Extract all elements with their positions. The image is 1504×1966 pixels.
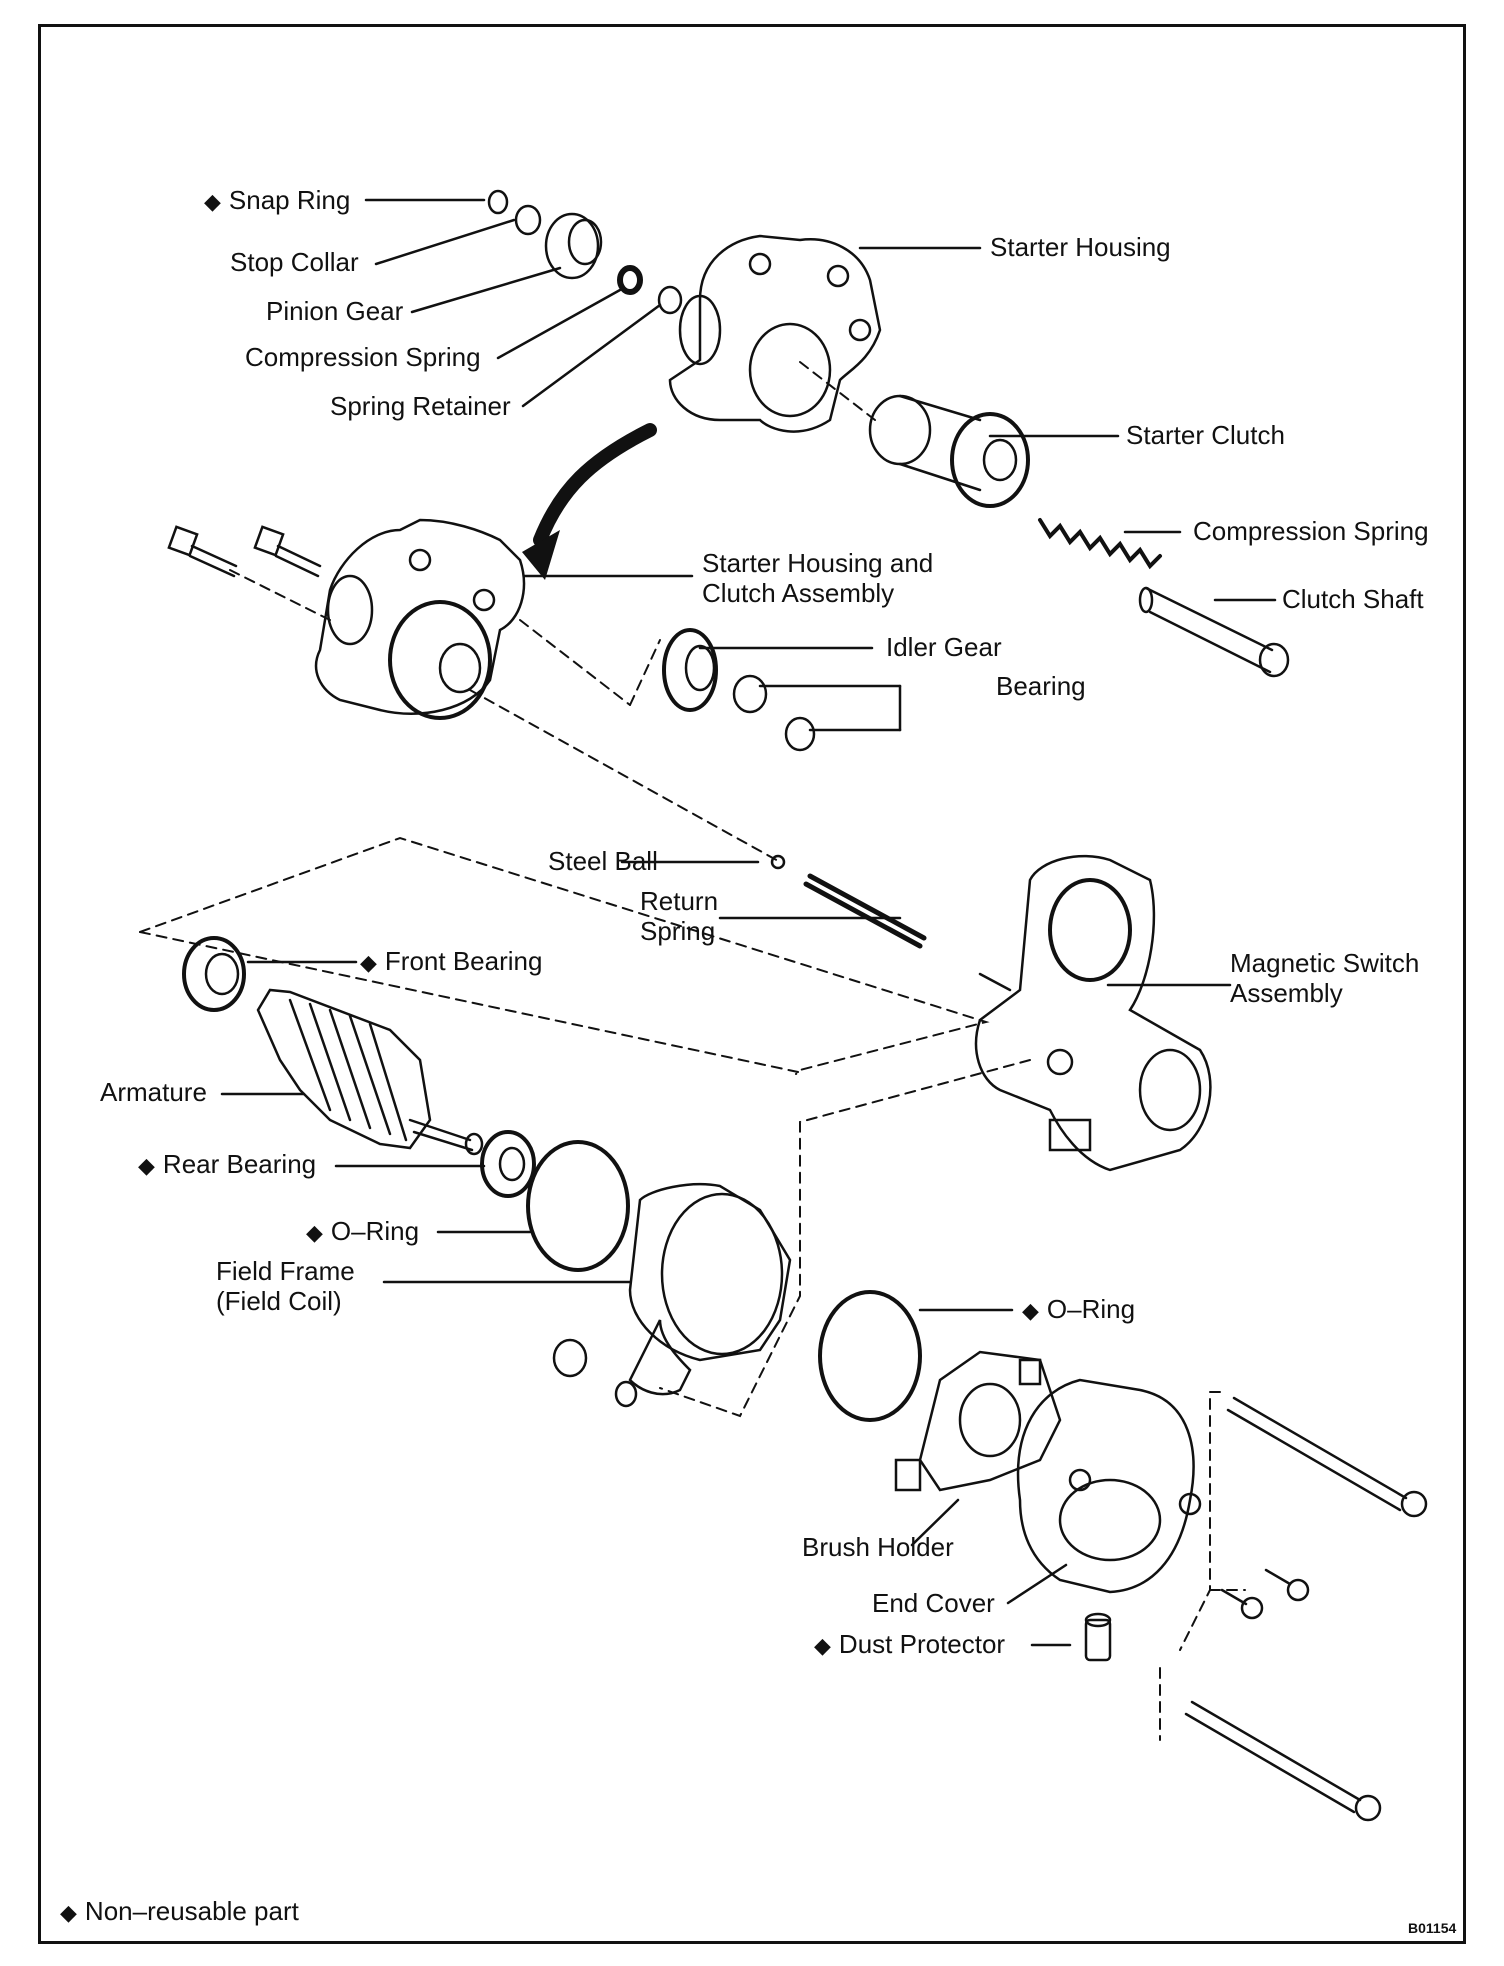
label-steel-ball: Steel Ball	[548, 846, 658, 876]
legend-non-reusable: ◆Non–reusable part	[60, 1896, 299, 1926]
magnetic-switch-assembly-part	[974, 854, 1212, 1172]
non-reusable-diamond-icon: ◆	[360, 950, 377, 975]
label-armature: Armature	[100, 1077, 207, 1107]
pinion-gear-part	[544, 212, 603, 280]
label-o-ring-left: ◆O–Ring	[306, 1216, 420, 1246]
clutch-shaft-part	[1138, 586, 1290, 678]
diagram-frame	[38, 24, 1466, 1944]
starter-clutch-part	[868, 394, 1030, 508]
label-rear-bearing: ◆Rear Bearing	[138, 1149, 317, 1179]
through-bolts	[1184, 1396, 1428, 1822]
non-reusable-diamond-icon: ◆	[306, 1220, 323, 1245]
non-reusable-diamond-icon: ◆	[1022, 1298, 1039, 1323]
label-magnetic-switch-assembly: Magnetic Switch Assembly	[1230, 948, 1420, 1008]
label-return-spring: Return Spring	[640, 886, 719, 946]
starter-housing-part	[668, 234, 882, 433]
label-starter-housing-clutch-assembly: Starter Housing and Clutch Assembly	[702, 548, 934, 608]
starter-housing-clutch-assembly-part	[314, 518, 526, 720]
figure-code: B01154	[1408, 1920, 1457, 1936]
o-ring-right-part	[818, 1290, 922, 1422]
label-starter-housing: Starter Housing	[990, 232, 1171, 262]
label-compression-spring-right: Compression Spring	[1193, 516, 1429, 546]
housing-bolts	[167, 525, 322, 578]
idler-gear-part	[662, 628, 718, 712]
steel-ball-part	[770, 854, 786, 870]
label-compression-spring-top: Compression Spring	[245, 342, 481, 372]
label-snap-ring: ◆Snap Ring	[204, 185, 351, 215]
label-dust-protector: ◆Dust Protector	[814, 1629, 1006, 1659]
end-cover-screws	[1220, 1568, 1310, 1620]
non-reusable-diamond-icon: ◆	[138, 1153, 155, 1178]
non-reusable-diamond-icon: ◆	[814, 1633, 831, 1658]
dust-protector-part	[1084, 1612, 1112, 1662]
brush-holder-part	[894, 1350, 1062, 1492]
end-cover-part	[1016, 1378, 1202, 1594]
label-stop-collar: Stop Collar	[230, 247, 359, 277]
o-ring-left-part	[526, 1140, 630, 1272]
alignment-lines	[139, 361, 1246, 1741]
label-bearing: Bearing	[996, 671, 1086, 701]
label-idler-gear: Idler Gear	[886, 632, 1002, 662]
compression-spring-coil	[1038, 518, 1162, 570]
compression-spring-small	[617, 265, 643, 295]
rear-bearing-part	[480, 1130, 536, 1198]
label-brush-holder: Brush Holder	[802, 1532, 954, 1562]
label-end-cover: End Cover	[872, 1588, 995, 1618]
front-bearing-part	[182, 936, 246, 1012]
leader-lines	[220, 198, 1277, 1647]
label-starter-clutch: Starter Clutch	[1126, 420, 1285, 450]
snap-ring-part	[487, 189, 509, 215]
non-reusable-diamond-icon: ◆	[60, 1900, 77, 1925]
assembly-arrow	[533, 423, 657, 547]
return-spring-coil	[803, 873, 927, 949]
field-frame-part	[552, 1182, 792, 1408]
armature-part	[256, 988, 484, 1156]
stop-collar-part	[514, 204, 542, 236]
bearing-parts	[732, 674, 816, 752]
label-o-ring-right: ◆O–Ring	[1022, 1294, 1136, 1324]
spring-retainer-part	[657, 285, 683, 315]
label-front-bearing: ◆Front Bearing	[360, 946, 543, 976]
non-reusable-diamond-icon: ◆	[204, 189, 221, 214]
label-spring-retainer: Spring Retainer	[330, 391, 511, 421]
label-field-frame: Field Frame (Field Coil)	[216, 1256, 355, 1316]
label-clutch-shaft: Clutch Shaft	[1282, 584, 1424, 614]
label-pinion-gear: Pinion Gear	[266, 296, 404, 326]
